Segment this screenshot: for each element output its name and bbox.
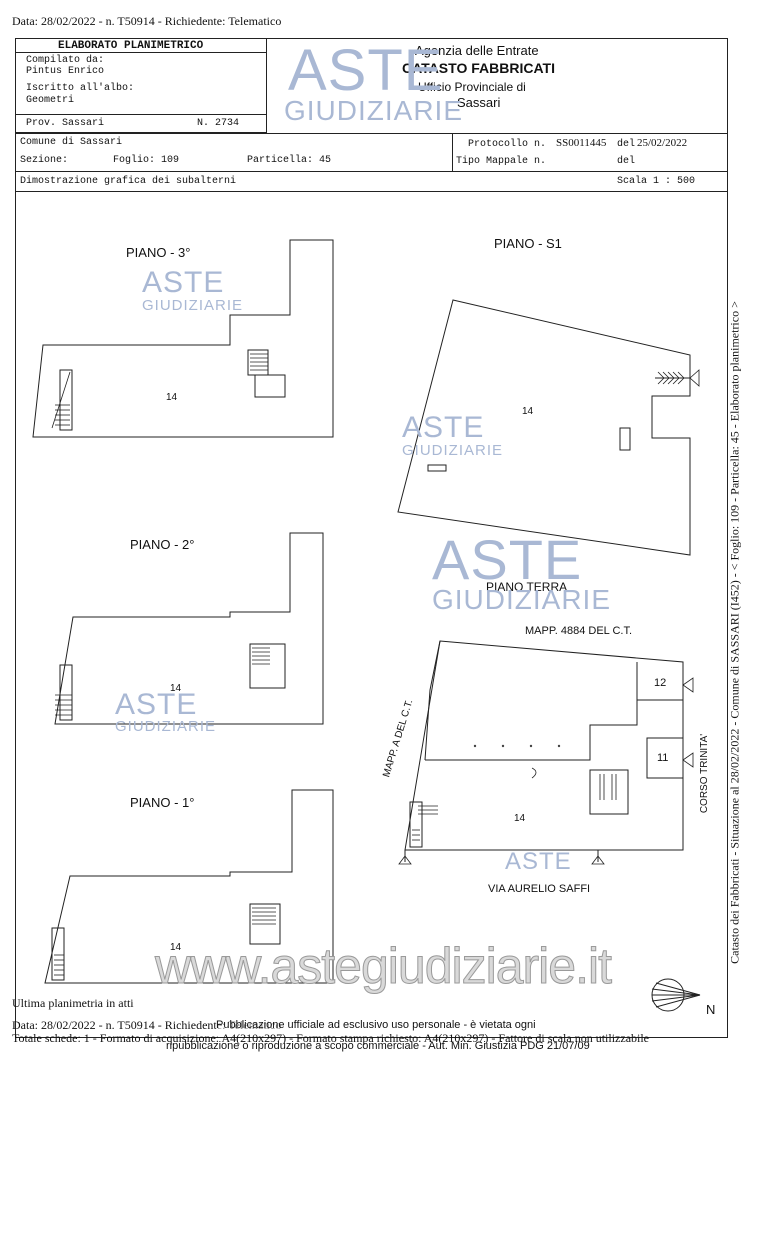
- watermark-aste: ASTE: [142, 266, 225, 299]
- plan-title-piano-1: PIANO - 1°: [130, 795, 195, 810]
- comune: Comune di Sassari: [20, 137, 123, 148]
- footer-data-line: Data: 28/02/2022 - n. T50914 - Richieden…: [12, 1018, 282, 1032]
- plan-piano-terra: [404, 640, 684, 862]
- watermark-giudiziarie: GIUDIZIARIE: [142, 297, 244, 314]
- watermark-aste: ASTE: [115, 688, 198, 721]
- plan-piano-2: [54, 532, 324, 725]
- watermark-giudiziarie: GIUDIZIARIE: [402, 442, 504, 459]
- plan-piano-3: [32, 239, 334, 438]
- compiled-label: Compilato da:: [26, 55, 105, 66]
- sub-number-14: 14: [514, 813, 526, 824]
- register-label: Iscritto all'albo:: [26, 83, 135, 94]
- plan-number-piano-1: 14: [170, 942, 182, 953]
- footer-pub-line2: ripubblicazione o riproduzione a scopo c…: [166, 1040, 590, 1052]
- document-frame: [15, 38, 728, 1038]
- watermark-aste: ASTE: [505, 848, 572, 875]
- watermark-aste-header: ASTE: [288, 38, 444, 103]
- compiled-name: Pintus Enrico: [26, 66, 105, 77]
- sub-number-11: 11: [657, 752, 669, 764]
- registration-number: N. 2734: [197, 118, 240, 129]
- protocollo-del-label: del: [617, 139, 636, 150]
- agency-line3: Ufficio Provinciale di: [418, 80, 526, 94]
- header-line: Data: 28/02/2022 - n. T50914 - Richieden…: [12, 14, 282, 28]
- watermark-giudiziarie: GIUDIZIARIE: [115, 718, 217, 735]
- plan-title-piano-2: PIANO - 2°: [130, 537, 195, 552]
- tipo-mappale-del: del: [617, 156, 636, 167]
- plan-title-piano-3: PIANO - 3°: [126, 245, 191, 260]
- compass-rose: [651, 978, 701, 1012]
- watermark-website: www.astegiudiziarie.it: [155, 938, 613, 994]
- plan-title-piano-terra: PIANO TERRA: [486, 580, 568, 594]
- label-corso-trinita: CORSO TRINITA': [699, 733, 711, 814]
- protocollo-value: SS0011445: [556, 137, 607, 149]
- sezione: Sezione:: [20, 155, 69, 166]
- plan-number-piano-2: 14: [170, 683, 182, 694]
- agency-line4: Sassari: [457, 95, 501, 110]
- agency-line2: CATASTO FABBRICATI: [402, 60, 555, 76]
- register-value: Geometri: [26, 95, 75, 106]
- agency-line1: Agenzia delle Entrate: [415, 43, 539, 58]
- province: Prov. Sassari: [26, 118, 105, 129]
- tipo-mappale: Tipo Mappale n.: [456, 156, 547, 167]
- foglio: Foglio: 109: [113, 155, 180, 166]
- title-heading: ELABORATO PLANIMETRICO: [58, 40, 204, 52]
- title-block: [15, 38, 267, 133]
- protocollo-date: 25/02/2022: [637, 137, 688, 149]
- plan-piano-1: [44, 789, 334, 984]
- watermark-giudiziarie-header: GIUDIZIARIE: [284, 95, 464, 126]
- watermark-giudiziarie: GIUDIZIARIE: [432, 584, 612, 615]
- side-text: Catasto dei Fabbricati - Situazione al 2…: [727, 301, 742, 964]
- particella: Particella: 45: [247, 155, 332, 166]
- plan-title-piano-s1: PIANO - S1: [494, 236, 562, 251]
- protocollo-label: Protocollo n.: [468, 139, 547, 150]
- footer-totale-line: Totale schede: 1 - Formato di acquisizio…: [12, 1031, 650, 1045]
- footer-pub-line1: Pubblicazione ufficiale ad esclusivo uso…: [216, 1019, 536, 1031]
- plan-number-piano-s1: 14: [522, 406, 534, 417]
- watermark-aste: ASTE: [402, 411, 485, 444]
- label-via-aurelio-saffi: VIA AURELIO SAFFI: [488, 883, 591, 895]
- plan-number-piano-3: 14: [166, 392, 178, 403]
- scale: Scala 1 : 500: [617, 176, 696, 187]
- label-mapp-4884: MAPP. 4884 DEL C.T.: [525, 625, 632, 637]
- floor-plans-drawing: [32, 239, 701, 1012]
- watermark-aste: ASTE: [432, 528, 583, 591]
- footer-ultima: Ultima planimetria in atti: [12, 996, 134, 1010]
- dimostrazione: Dimostrazione grafica dei subalterni: [20, 176, 237, 187]
- sub-number-12: 12: [654, 677, 667, 689]
- compass-n: N: [706, 1002, 716, 1017]
